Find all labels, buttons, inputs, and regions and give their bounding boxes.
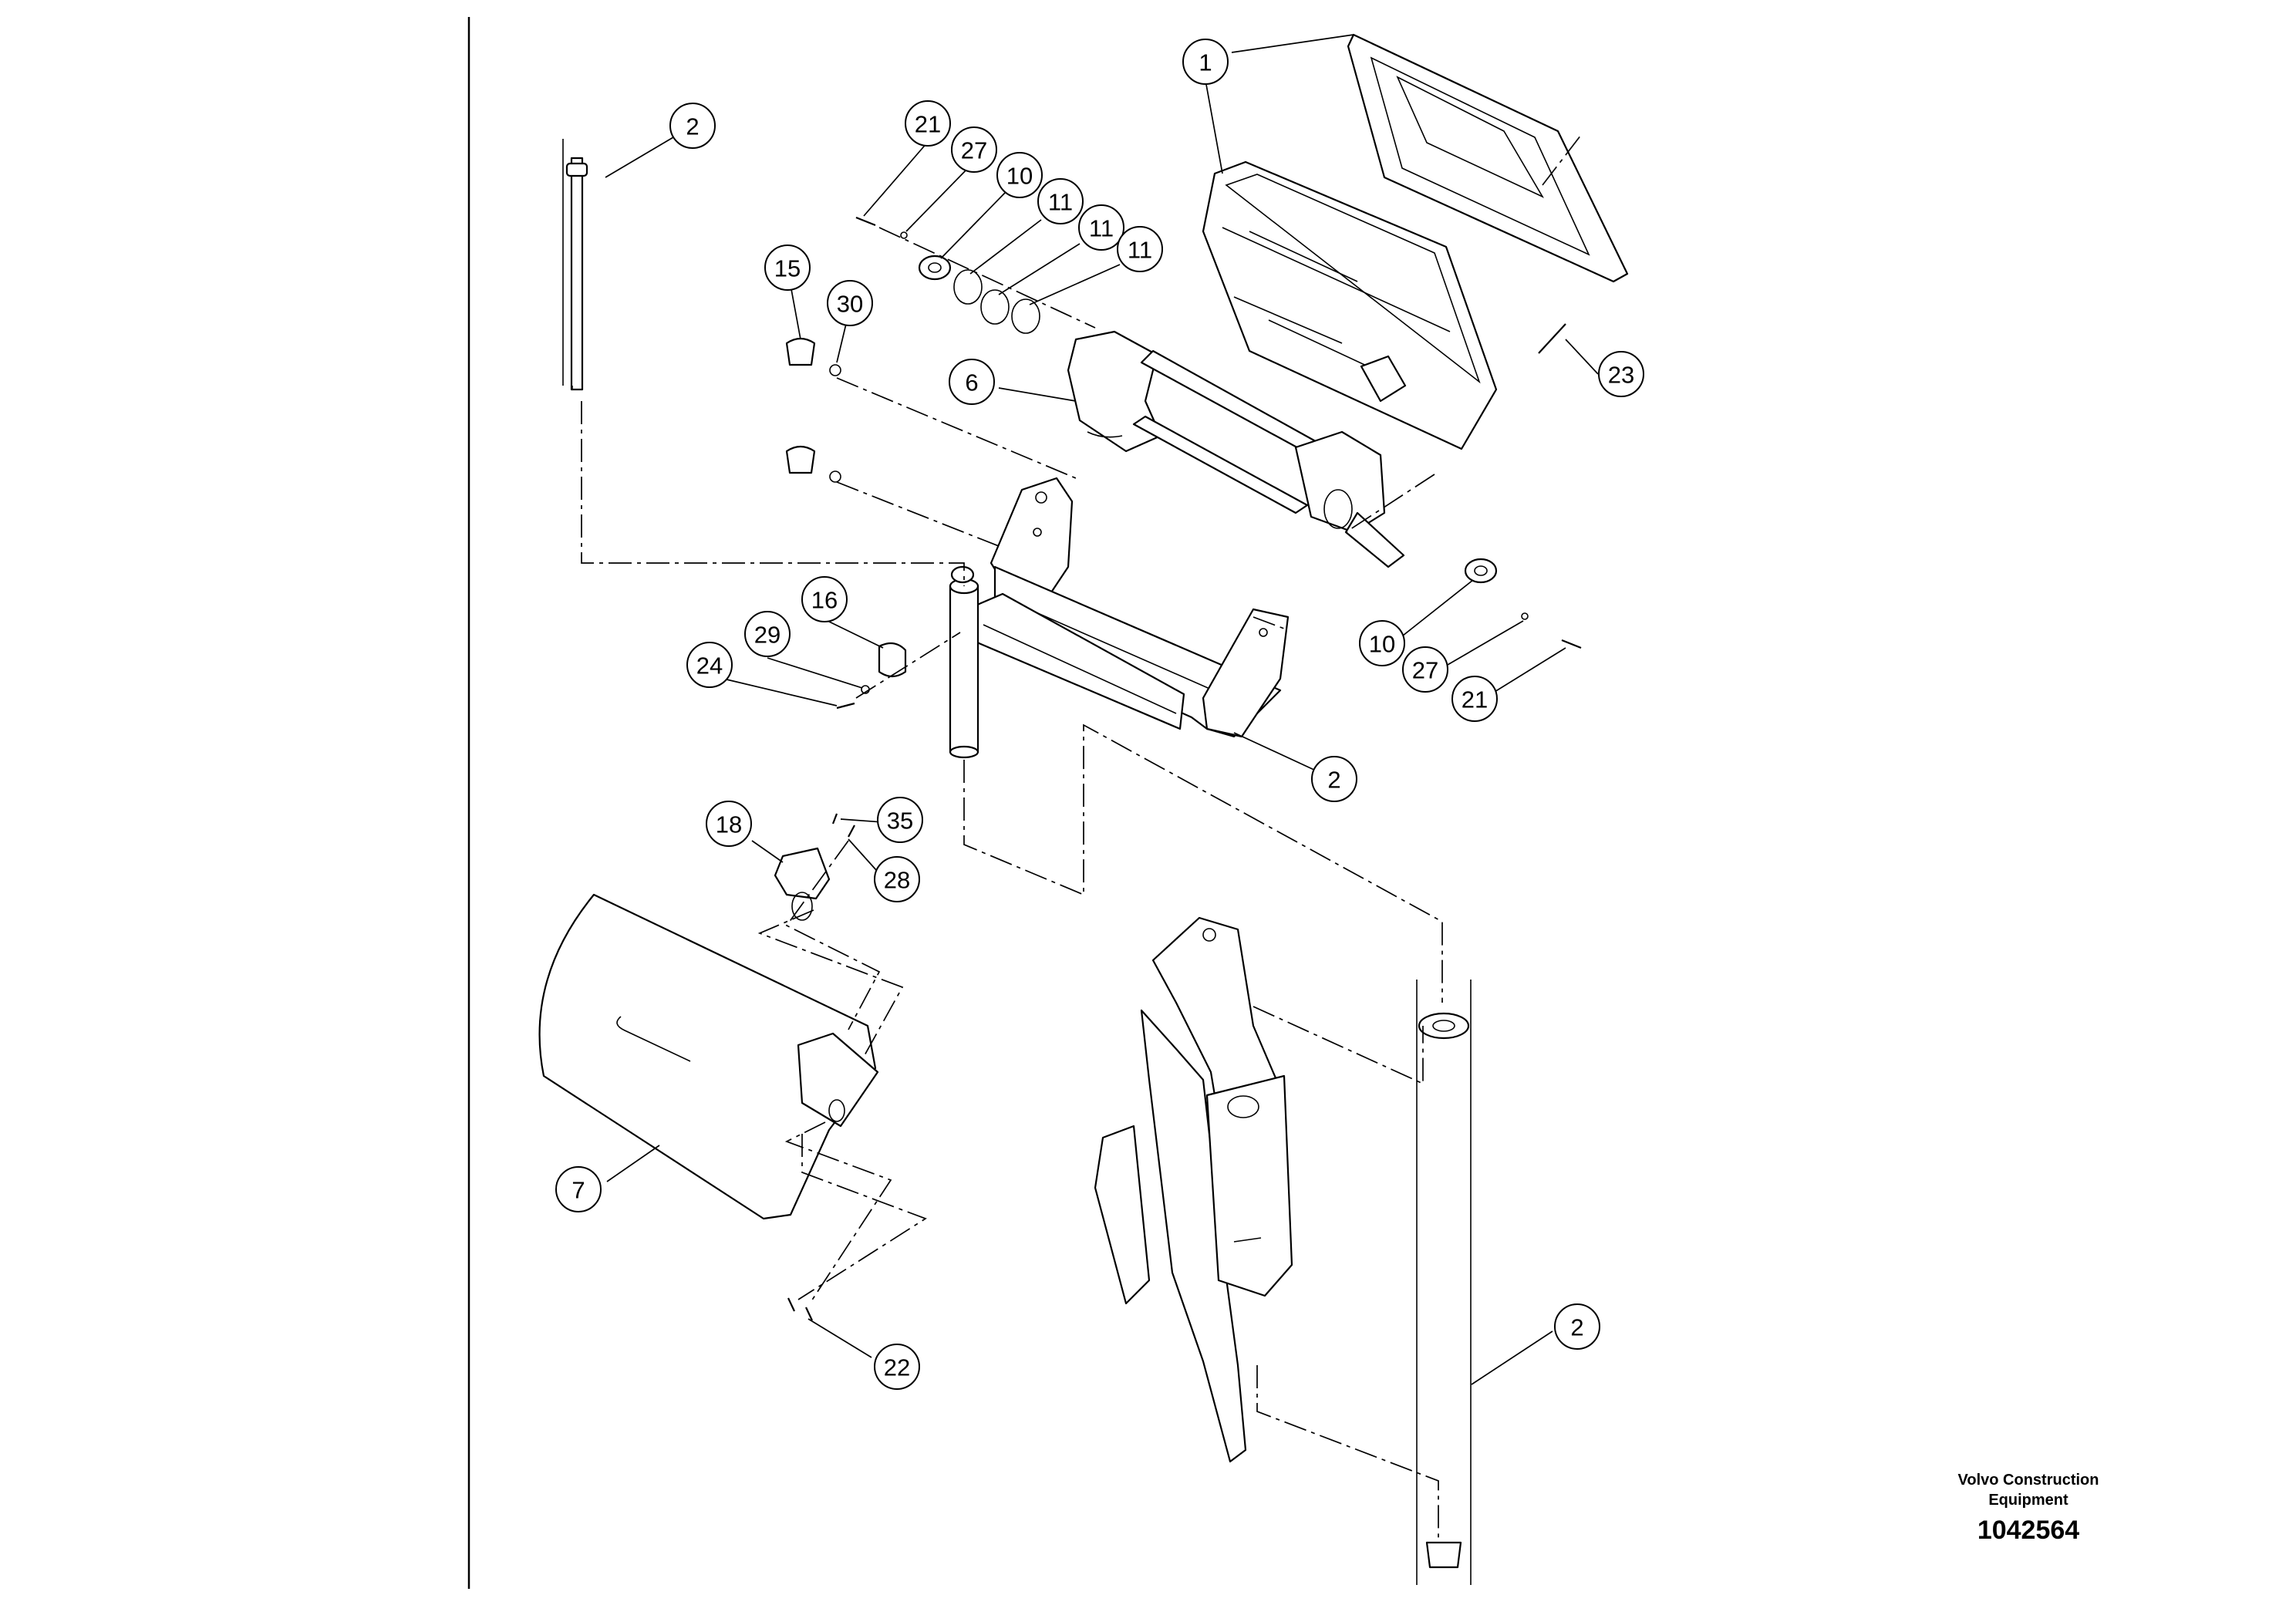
svg-text:18: 18 bbox=[716, 811, 742, 838]
callout-18: 18 bbox=[706, 801, 752, 847]
callout-27-top: 27 bbox=[951, 126, 997, 173]
svg-text:24: 24 bbox=[696, 653, 723, 679]
drawing-number: 1042564 bbox=[1977, 1516, 2080, 1545]
svg-text:10: 10 bbox=[1369, 631, 1395, 658]
svg-text:11: 11 bbox=[1089, 215, 1114, 242]
callout-21-right: 21 bbox=[1451, 676, 1498, 722]
assembly-centerlines bbox=[581, 134, 1582, 1543]
pivot-pin bbox=[949, 565, 979, 759]
callout-2-top-left: 2 bbox=[669, 103, 716, 149]
callout-11-b: 11 bbox=[1078, 204, 1124, 251]
svg-text:11: 11 bbox=[1048, 189, 1073, 216]
callout-2-lower-right: 2 bbox=[1554, 1303, 1600, 1350]
svg-text:6: 6 bbox=[965, 369, 978, 396]
callout-24: 24 bbox=[686, 642, 733, 688]
callout-30: 30 bbox=[827, 280, 873, 326]
callout-23: 23 bbox=[1598, 351, 1644, 397]
svg-text:21: 21 bbox=[915, 111, 941, 138]
callout-7: 7 bbox=[555, 1166, 602, 1212]
callout-15: 15 bbox=[764, 244, 811, 291]
callout-11-c: 11 bbox=[1117, 226, 1163, 272]
svg-text:1: 1 bbox=[1199, 49, 1212, 76]
fasteners-top bbox=[855, 216, 1040, 334]
callout-6: 6 bbox=[949, 359, 995, 405]
svg-text:27: 27 bbox=[1412, 657, 1438, 684]
svg-text:2: 2 bbox=[686, 113, 699, 140]
svg-text:16: 16 bbox=[811, 587, 838, 614]
credit-company-line1: Volvo Construction bbox=[1957, 1472, 2099, 1489]
svg-text:22: 22 bbox=[884, 1354, 910, 1381]
svg-text:23: 23 bbox=[1608, 362, 1634, 389]
callout-22: 22 bbox=[874, 1344, 920, 1390]
svg-text:27: 27 bbox=[961, 137, 987, 164]
mounting-bracket bbox=[1094, 916, 1293, 1463]
credit-company-line2: Equipment bbox=[1988, 1492, 2068, 1509]
svg-text:21: 21 bbox=[1462, 686, 1488, 713]
part-2-bolt-left bbox=[562, 139, 588, 391]
callout-35: 35 bbox=[877, 797, 923, 843]
svg-text:7: 7 bbox=[571, 1177, 585, 1204]
callout-11-a: 11 bbox=[1037, 178, 1084, 224]
part-1-cover bbox=[1202, 33, 1629, 450]
latch-18 bbox=[774, 813, 855, 921]
callout-10-top: 10 bbox=[996, 152, 1043, 198]
leader-lines bbox=[605, 34, 1599, 1385]
callout-bubbles: 1 2 21 27 10 11 11 11 15 30 6 23 16 29 2… bbox=[555, 39, 1644, 1390]
part-7-canister bbox=[538, 893, 879, 1321]
callout-2-center: 2 bbox=[1311, 756, 1357, 802]
svg-text:28: 28 bbox=[884, 867, 910, 894]
callout-16: 16 bbox=[801, 576, 848, 622]
svg-text:35: 35 bbox=[887, 808, 913, 835]
svg-text:30: 30 bbox=[837, 291, 863, 318]
callout-10-right: 10 bbox=[1359, 620, 1405, 666]
callout-29: 29 bbox=[744, 611, 791, 657]
callout-27-right: 27 bbox=[1402, 646, 1448, 693]
callout-28: 28 bbox=[874, 856, 920, 902]
callout-1: 1 bbox=[1182, 39, 1229, 85]
svg-text:15: 15 bbox=[774, 255, 801, 282]
clamp-16 bbox=[836, 642, 907, 710]
callout-21-top: 21 bbox=[905, 100, 951, 147]
svg-text:29: 29 bbox=[754, 622, 781, 649]
knobs-15-30 bbox=[785, 337, 841, 483]
fasteners-right bbox=[1464, 323, 1582, 649]
part-6-frame bbox=[970, 330, 1405, 738]
svg-text:11: 11 bbox=[1128, 237, 1152, 264]
svg-text:2: 2 bbox=[1327, 767, 1340, 794]
part-2-pin-right bbox=[1416, 980, 1472, 1585]
svg-text:10: 10 bbox=[1006, 163, 1033, 190]
svg-text:2: 2 bbox=[1570, 1314, 1583, 1341]
